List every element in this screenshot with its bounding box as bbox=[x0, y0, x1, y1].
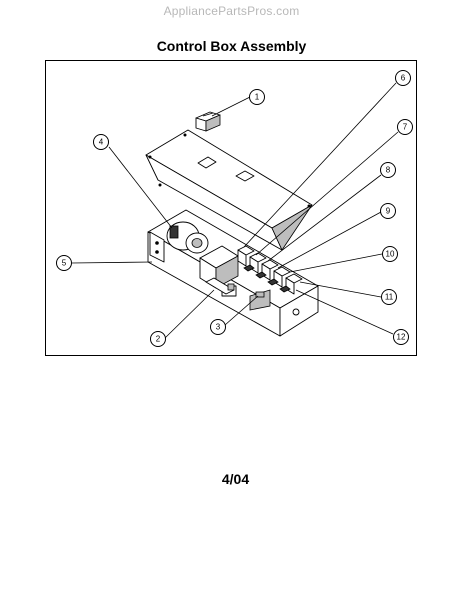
callout-4-label: 4 bbox=[99, 138, 104, 147]
callout-6-label: 6 bbox=[401, 74, 406, 83]
callout-1-label: 1 bbox=[255, 93, 260, 102]
callout-8: 8 bbox=[380, 162, 396, 178]
callout-10: 10 bbox=[382, 246, 398, 262]
callout-11-label: 11 bbox=[385, 293, 394, 302]
callout-5: 5 bbox=[56, 255, 72, 271]
callout-9: 9 bbox=[380, 203, 396, 219]
part-timer-motor-4 bbox=[166, 221, 209, 254]
part-bracket-5 bbox=[149, 231, 165, 263]
leader-lines bbox=[71, 82, 399, 339]
date-code: 4/04 bbox=[221, 471, 250, 487]
callout-2: 2 bbox=[150, 331, 166, 347]
callout-9-label: 9 bbox=[386, 207, 391, 216]
site-watermark: AppliancePartsPros.com bbox=[163, 4, 300, 18]
callout-10-label: 10 bbox=[386, 250, 395, 259]
part-switch-2 bbox=[199, 245, 239, 297]
callout-1: 1 bbox=[249, 89, 265, 105]
callout-12-label: 12 bbox=[397, 333, 406, 342]
callout-4: 4 bbox=[93, 134, 109, 150]
callout-3: 3 bbox=[210, 319, 226, 335]
callout-8-label: 8 bbox=[386, 166, 391, 175]
callout-11: 11 bbox=[381, 289, 397, 305]
part-connector-1 bbox=[195, 111, 221, 132]
callout-12: 12 bbox=[393, 329, 409, 345]
callout-7-label: 7 bbox=[403, 123, 408, 132]
diagram-title: Control Box Assembly bbox=[156, 38, 307, 54]
callout-3-label: 3 bbox=[216, 323, 221, 332]
callout-2-label: 2 bbox=[156, 335, 161, 344]
callout-7: 7 bbox=[397, 119, 413, 135]
part-relay-row bbox=[227, 245, 303, 298]
callout-6: 6 bbox=[395, 70, 411, 86]
callout-5-label: 5 bbox=[62, 259, 67, 268]
part-cover bbox=[145, 129, 313, 251]
diagram-frame bbox=[45, 60, 417, 356]
